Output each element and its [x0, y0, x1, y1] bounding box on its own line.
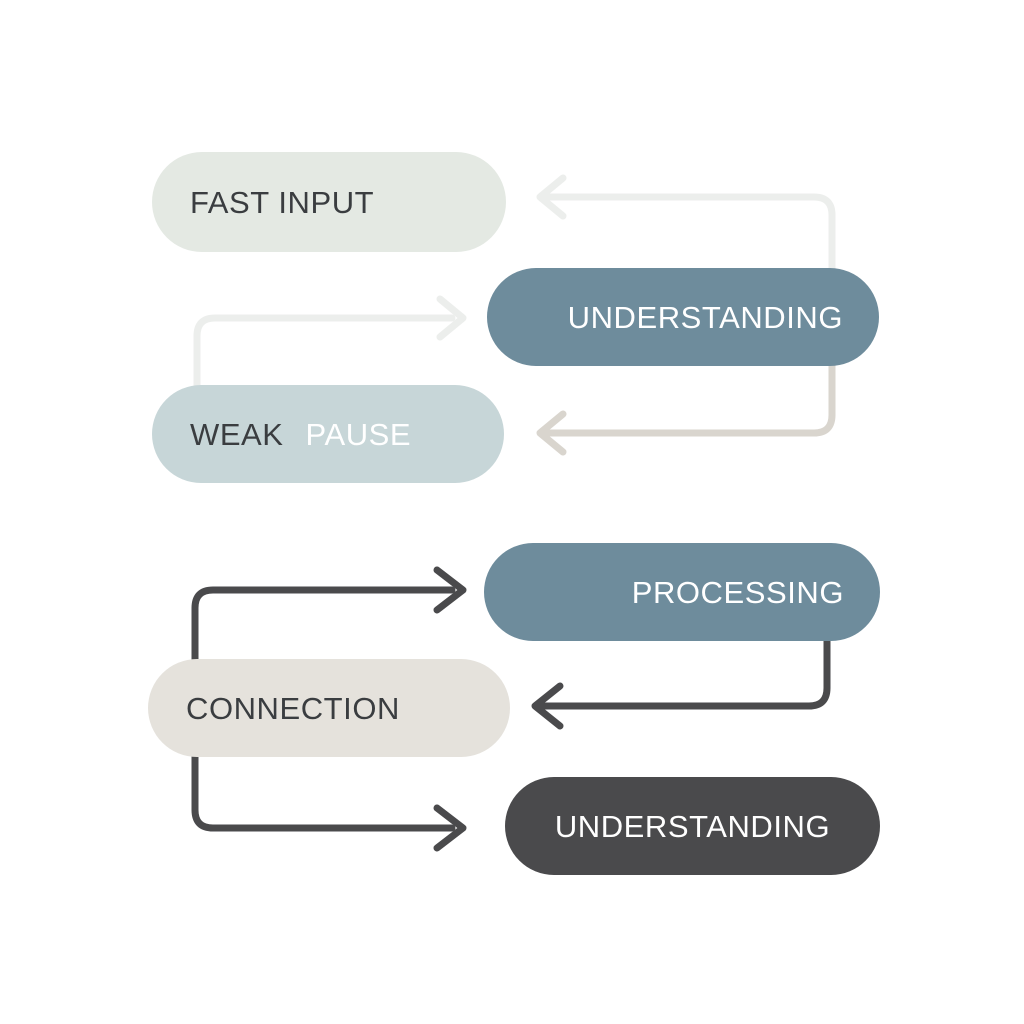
node-understanding-upper[interactable]: UNDERSTANDING: [487, 268, 879, 366]
arrowhead-right-icon: [433, 804, 467, 852]
node-processing-label: PROCESSING: [631, 574, 844, 610]
node-understanding-lower[interactable]: UNDERSTANDING: [505, 777, 880, 875]
node-weak-pause[interactable]: WEAK PAUSE: [152, 385, 504, 483]
node-fast-input[interactable]: FAST INPUT: [152, 152, 506, 252]
arrowhead-left-icon: [536, 174, 567, 220]
node-weak-pause-label-secondary: PAUSE: [305, 416, 412, 452]
arrowhead-right-icon: [436, 295, 467, 341]
node-connection[interactable]: CONNECTION: [148, 659, 510, 757]
arrowhead-left-icon: [536, 410, 567, 456]
node-processing[interactable]: PROCESSING: [484, 543, 880, 641]
node-understanding-lower-label: UNDERSTANDING: [554, 808, 831, 844]
node-weak-pause-label-primary: WEAK: [190, 416, 284, 452]
edge-weak-pause-to-understanding: [193, 295, 467, 399]
arrowhead-left-icon: [531, 682, 564, 730]
node-fast-input-label: FAST INPUT: [190, 184, 375, 220]
arrowhead-right-icon: [433, 566, 467, 614]
node-connection-label: CONNECTION: [186, 690, 400, 726]
node-understanding-upper-label: UNDERSTANDING: [567, 299, 843, 335]
